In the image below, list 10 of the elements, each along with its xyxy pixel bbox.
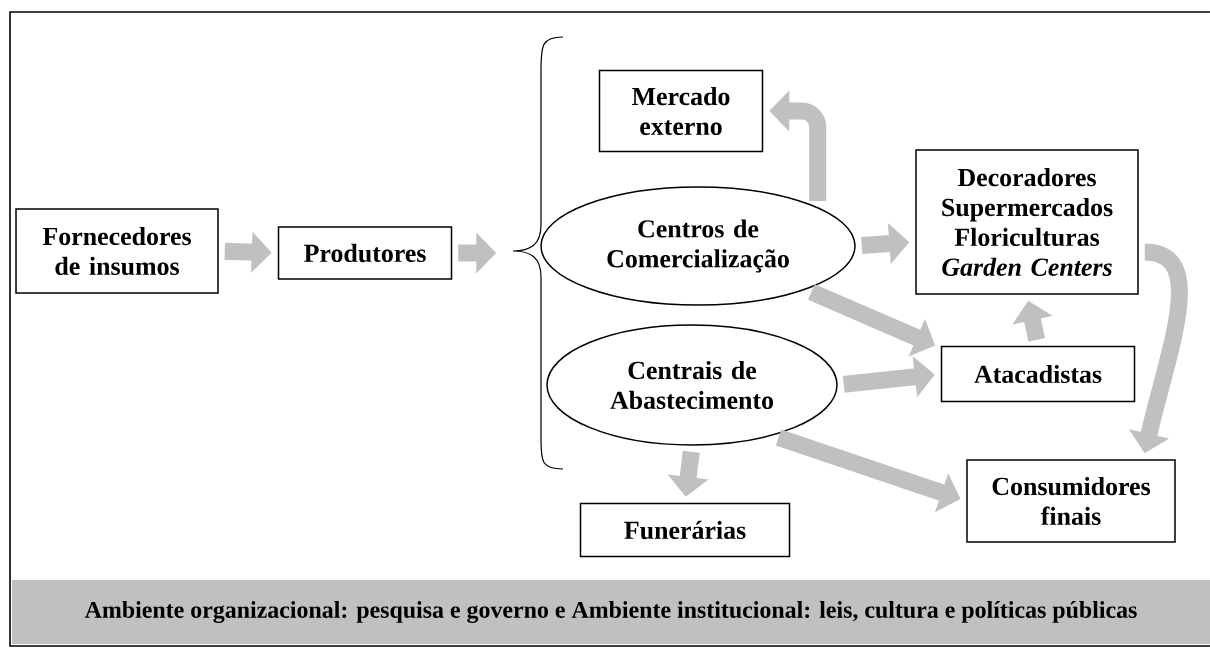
ellipse-node: Centros de Comercialização (540, 186, 856, 306)
ellipse-node: Centrais de Abastecimento (546, 324, 838, 446)
process-box: Mercado externo (598, 69, 764, 153)
process-box: Consumidores finais (966, 459, 1176, 543)
process-box: Produtores (277, 226, 453, 280)
process-box: Atacadistas (940, 345, 1136, 403)
process-box: Funerárias (579, 502, 791, 558)
process-box: Fornecedores de insumos (15, 208, 219, 294)
process-box: Decoradores Supermercados Floriculturas Garden Centers (915, 149, 1139, 295)
footer-band: Ambiente organizacional: pesquisa e governo e Ambiente institucional: leis, cultura e políticas públicas (12, 580, 1210, 644)
